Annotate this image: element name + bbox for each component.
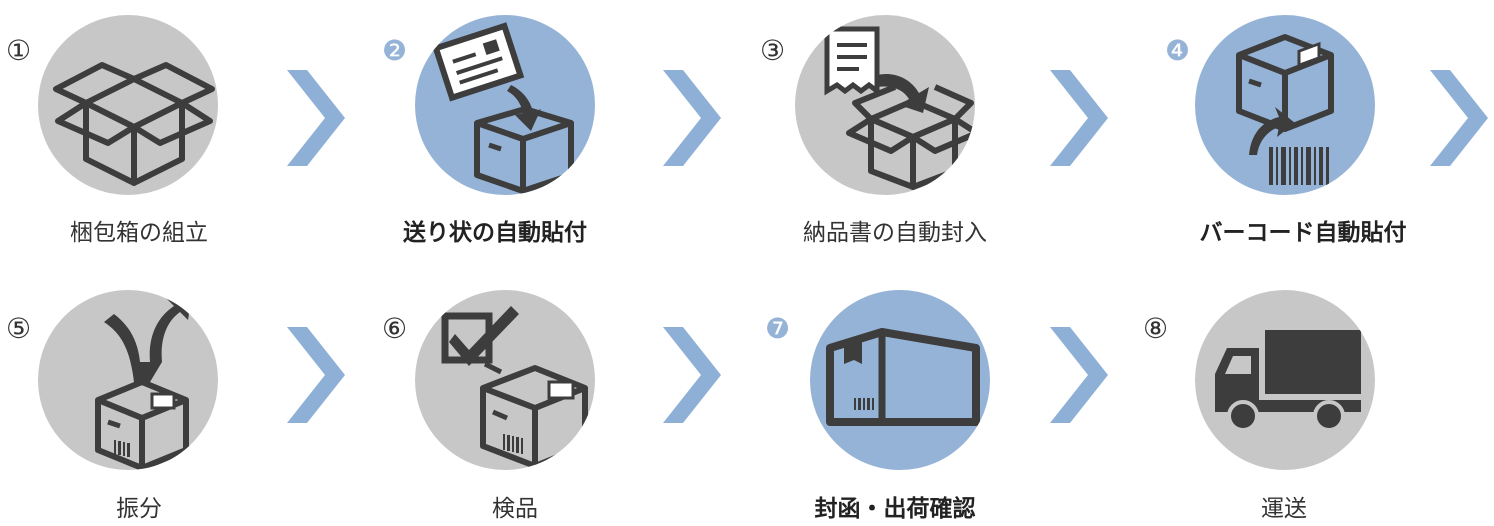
- step-5: ⑤ 振分: [0, 0, 300, 522]
- step-number: ❼: [765, 312, 791, 345]
- step-6: ⑥ 検品: [0, 0, 595, 522]
- checkbox-box-icon: [441, 306, 588, 469]
- step-label: 運送: [1261, 496, 1307, 522]
- step-label: 振分: [116, 496, 162, 522]
- step-8: ⑧ 運送: [0, 0, 1375, 522]
- chevron-right-icon: [285, 68, 345, 168]
- step-circle: [38, 15, 218, 195]
- chevron-right-icon: [661, 68, 721, 168]
- document-into-box-icon: [824, 26, 975, 190]
- step-4: ❹ バーコード自動貼付: [0, 0, 1407, 250]
- step-3: ③ 納品書の自動封入: [0, 0, 987, 250]
- step-number: ⑥: [382, 312, 408, 345]
- barcode-to-box-icon: [1236, 34, 1334, 185]
- step-number: ①: [6, 34, 32, 67]
- step-circle: [795, 15, 975, 195]
- step-circle: [1195, 290, 1375, 470]
- step-number: ❷: [382, 34, 408, 67]
- open-box-icon: [53, 62, 215, 186]
- step-number: ❹: [1165, 34, 1191, 67]
- step-label: バーコード自動貼付: [1199, 220, 1407, 246]
- step-1: ① 梱包箱の組立: [0, 0, 300, 250]
- chevron-right-icon: [1048, 325, 1108, 425]
- step-circle: [810, 290, 990, 470]
- chevron-right-icon: [661, 325, 721, 425]
- step-circle: [1195, 15, 1375, 195]
- label-to-box-icon: [432, 22, 574, 194]
- chevron-right-icon: [1428, 68, 1488, 168]
- step-number: ⑤: [6, 312, 32, 345]
- step-7: ❼ 封函・出荷確認: [0, 0, 990, 522]
- step-number: ③: [760, 34, 786, 67]
- sort-arrow-box-icon: [95, 294, 192, 470]
- step-circle: [415, 15, 595, 195]
- step-number: ⑧: [1143, 312, 1169, 345]
- step-circle: [415, 290, 595, 470]
- sealed-box-icon: [826, 328, 980, 426]
- step-2: ❷ 送り状の自動貼付: [0, 0, 595, 250]
- truck-icon: [1215, 330, 1361, 432]
- chevron-right-icon: [285, 325, 345, 425]
- step-label: 検品: [492, 496, 538, 522]
- step-label: 納品書の自動封入: [803, 220, 987, 246]
- step-circle: [38, 290, 218, 470]
- step-label: 送り状の自動貼付: [403, 220, 587, 246]
- step-label: 梱包箱の組立: [70, 220, 208, 246]
- chevron-right-icon: [1048, 68, 1108, 168]
- step-label: 封函・出荷確認: [814, 496, 976, 522]
